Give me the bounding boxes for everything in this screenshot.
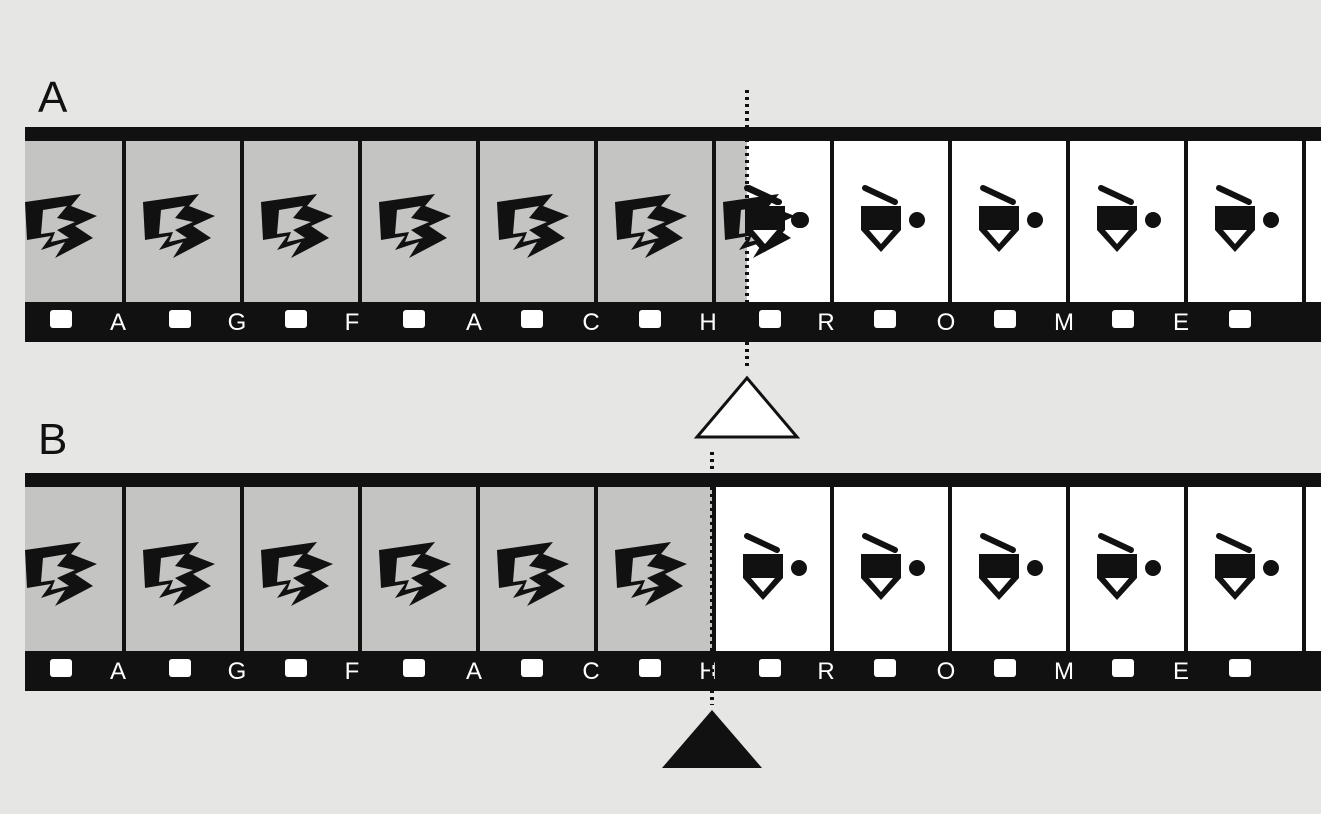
sprocket-hole xyxy=(285,659,307,677)
edge-letter: F xyxy=(345,658,360,685)
sprocket-hole xyxy=(521,659,543,677)
edge-letter: H xyxy=(699,658,716,685)
edge-letter: G xyxy=(228,309,247,336)
sprocket-hole xyxy=(169,310,191,328)
edge-letter: R xyxy=(817,658,834,685)
sprocket-hole xyxy=(285,310,307,328)
sprocket-hole xyxy=(50,659,72,677)
edge-letter: A xyxy=(110,309,126,336)
edge-letter: C xyxy=(582,309,599,336)
edge-letter: A xyxy=(466,658,482,685)
unexposed-frame xyxy=(1306,487,1321,651)
edge-letter: A xyxy=(466,309,482,336)
sprocket-hole xyxy=(403,310,425,328)
edge-letter: H xyxy=(699,309,716,336)
sprocket-hole xyxy=(1112,310,1134,328)
filled-triangle-marker xyxy=(662,710,762,768)
sprocket-hole xyxy=(521,310,543,328)
sprocket-hole xyxy=(1229,310,1251,328)
edge-letter: E xyxy=(1173,309,1189,336)
edge-letter: O xyxy=(937,309,956,336)
edge-letter: E xyxy=(1173,658,1189,685)
sprocket-hole xyxy=(1229,659,1251,677)
edge-letter: C xyxy=(582,658,599,685)
sprocket-hole xyxy=(994,659,1016,677)
edge-letter: R xyxy=(817,309,834,336)
outline-triangle-marker xyxy=(697,378,797,437)
unexposed-frame xyxy=(1306,141,1321,302)
sprocket-hole xyxy=(169,659,191,677)
sprocket-hole xyxy=(874,310,896,328)
sprocket-hole xyxy=(1112,659,1134,677)
sprocket-hole xyxy=(759,659,781,677)
sprocket-hole xyxy=(994,310,1016,328)
sprocket-hole xyxy=(639,659,661,677)
edge-letter: O xyxy=(937,658,956,685)
edge-letter: A xyxy=(110,658,126,685)
sprocket-hole xyxy=(639,310,661,328)
edge-letter: F xyxy=(345,309,360,336)
sprocket-hole xyxy=(874,659,896,677)
sprocket-hole xyxy=(403,659,425,677)
edge-letter: M xyxy=(1054,658,1074,685)
sprocket-hole xyxy=(759,310,781,328)
sprocket-hole xyxy=(50,310,72,328)
edge-letter: M xyxy=(1054,309,1074,336)
edge-letter: G xyxy=(228,658,247,685)
